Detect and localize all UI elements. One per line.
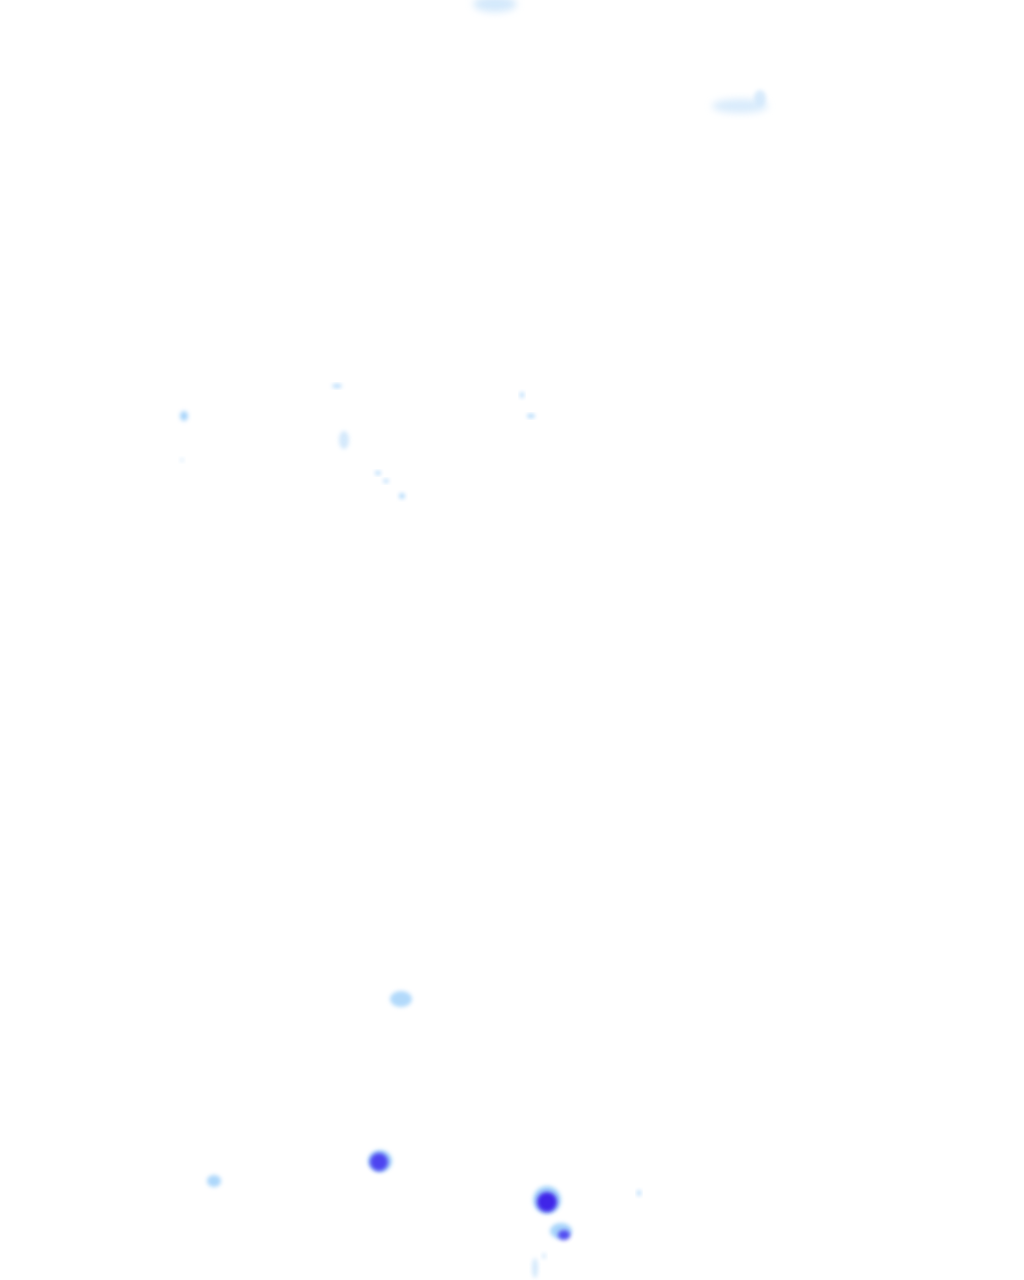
precipitation-cell	[537, 1192, 557, 1212]
precipitation-cell	[527, 414, 535, 418]
precipitation-cell	[473, 0, 517, 12]
precipitation-cell	[370, 1153, 388, 1171]
precipitation-cell	[383, 479, 389, 483]
precipitation-cell	[332, 384, 342, 388]
precipitation-cell	[558, 1230, 570, 1240]
precipitation-cell	[180, 411, 188, 421]
precipitation-cell	[207, 1175, 221, 1187]
precipitation-cell	[180, 458, 184, 462]
precipitation-cell	[339, 431, 349, 449]
precipitation-cell	[375, 471, 381, 475]
precipitation-cell	[520, 392, 524, 398]
precipitation-cell	[754, 90, 766, 106]
precipitation-cell	[532, 1258, 538, 1278]
precipitation-cell	[637, 1190, 641, 1196]
precipitation-cell	[390, 991, 412, 1007]
precipitation-cell	[542, 1253, 546, 1259]
precipitation-cell	[399, 493, 405, 499]
precipitation-cell	[712, 99, 768, 113]
